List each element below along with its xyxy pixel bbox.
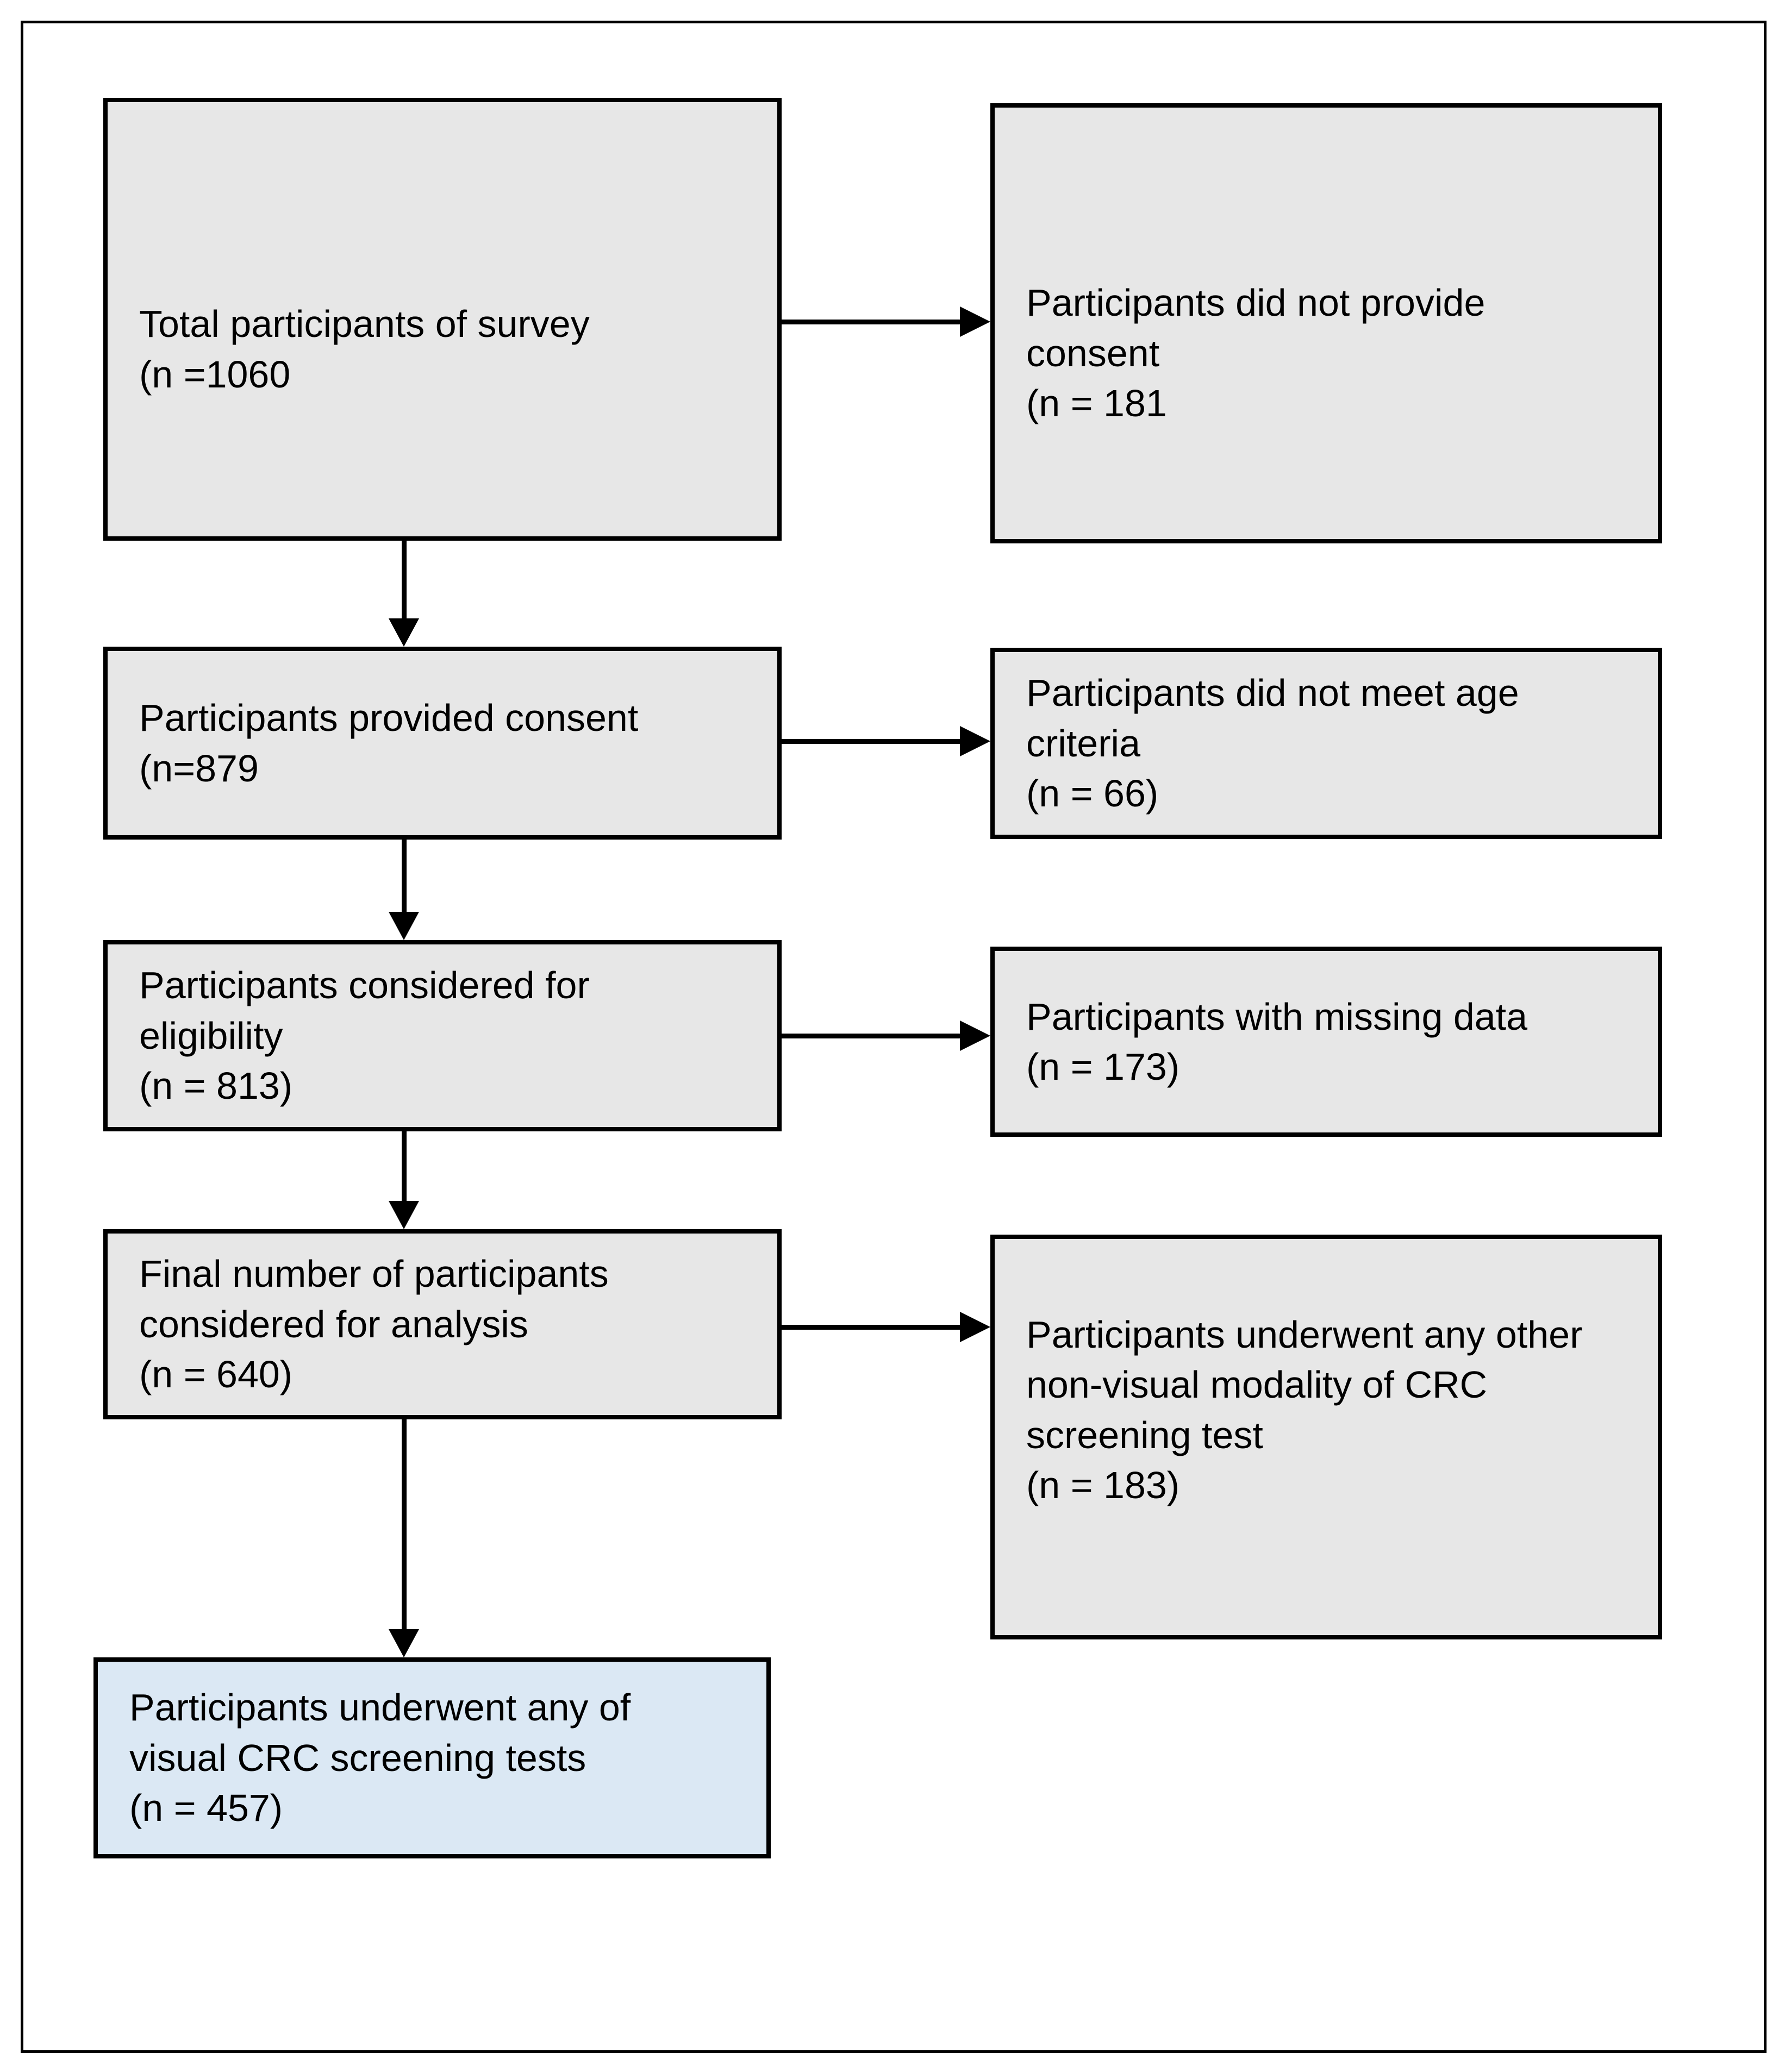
arrow-down-icon <box>389 1201 419 1229</box>
arrow-line <box>782 739 961 744</box>
box-missing-data-label: Participants with missing data (n = 173) <box>1026 995 1528 1088</box>
arrow-right-icon <box>960 306 990 337</box>
arrow-line <box>402 1131 407 1203</box>
box-nonvisual-screening: Participants underwent any other non-vis… <box>990 1235 1662 1639</box>
box-final-analysis-label: Final number of participants considered … <box>139 1253 609 1396</box>
box-total-participants-label: Total participants of survey (n =1060 <box>139 303 590 396</box>
box-considered-eligibility: Participants considered for eligibility … <box>103 940 782 1131</box>
arrow-right-icon <box>960 726 990 756</box>
arrow-right-icon <box>960 1312 990 1342</box>
box-missing-data: Participants with missing data (n = 173) <box>990 947 1662 1137</box>
arrow-line <box>402 541 407 621</box>
arrow-line <box>782 320 961 324</box>
box-provided-consent-label: Participants provided consent (n=879 <box>139 697 639 790</box>
box-age-criteria: Participants did not meet age criteria (… <box>990 648 1662 839</box>
box-visual-screening: Participants underwent any of visual CRC… <box>93 1657 771 1858</box>
arrow-down-icon <box>389 912 419 940</box>
arrow-line <box>782 1325 961 1330</box>
arrow-down-icon <box>389 618 419 647</box>
arrow-line <box>782 1034 961 1038</box>
box-final-analysis: Final number of participants considered … <box>103 1229 782 1419</box>
box-no-consent-label: Participants did not provide consent (n … <box>1026 281 1486 425</box>
arrow-line <box>402 840 407 913</box>
box-no-consent: Participants did not provide consent (n … <box>990 103 1662 543</box>
box-nonvisual-screening-label: Participants underwent any other non-vis… <box>1026 1313 1583 1506</box>
box-provided-consent: Participants provided consent (n=879 <box>103 647 782 840</box>
arrow-right-icon <box>960 1021 990 1051</box>
box-considered-eligibility-label: Participants considered for eligibility … <box>139 964 590 1107</box>
box-age-criteria-label: Participants did not meet age criteria (… <box>1026 672 1519 815</box>
box-visual-screening-label: Participants underwent any of visual CRC… <box>129 1686 631 1830</box>
box-total-participants: Total participants of survey (n =1060 <box>103 98 782 541</box>
arrow-line <box>402 1419 407 1631</box>
arrow-down-icon <box>389 1629 419 1657</box>
